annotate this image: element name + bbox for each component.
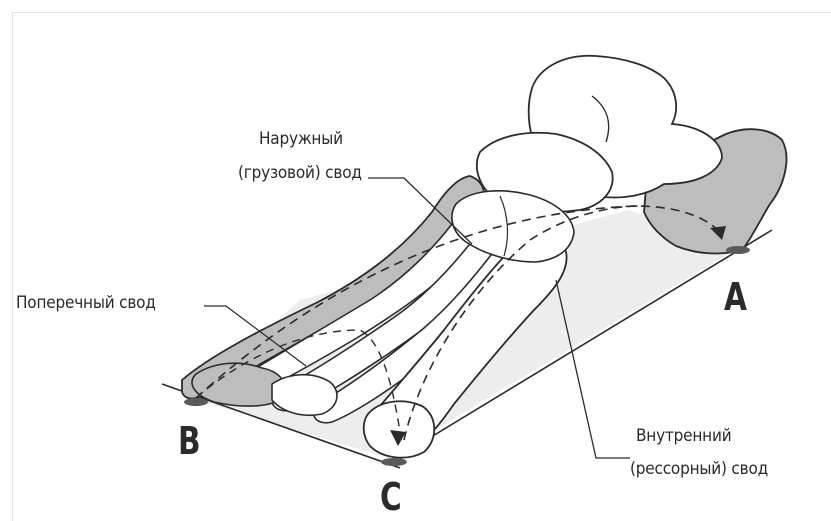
outer-arch-label-line1: Наружный (259, 131, 343, 148)
point-a-label: A (724, 278, 747, 316)
transverse-arch-label: Поперечный свод (16, 295, 156, 312)
inner-arch-label-line2: (рессорный) свод (630, 461, 768, 478)
inner-arch-label-line1: Внутренний (636, 428, 731, 445)
contact-pad-c (381, 458, 407, 466)
point-c-label: C (380, 478, 402, 516)
big-toe (364, 401, 435, 457)
contact-pad-b (184, 398, 208, 406)
point-b-label: B (178, 422, 201, 460)
contact-pad-a (726, 246, 750, 254)
outer-arch-label-line2: (грузовой) свод (238, 165, 362, 182)
